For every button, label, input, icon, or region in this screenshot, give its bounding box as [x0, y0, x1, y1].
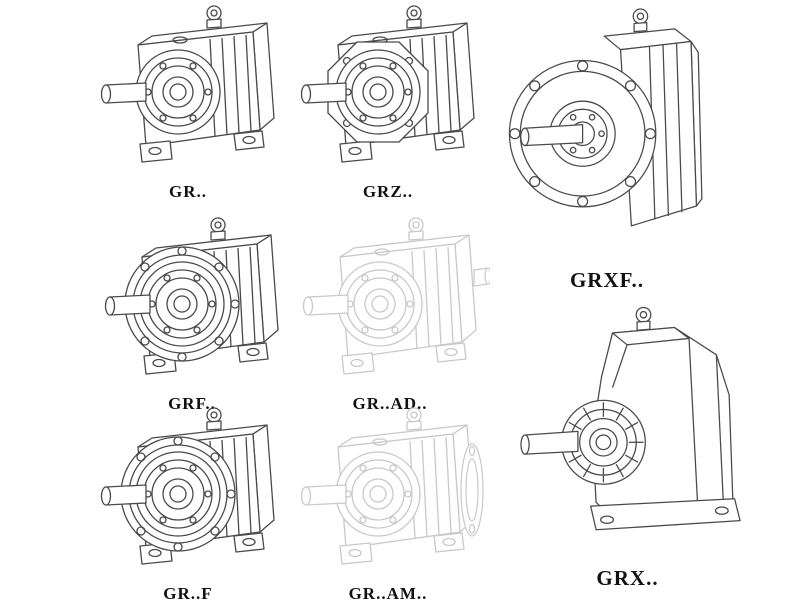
grx-gearbox-drawing [519, 306, 741, 531]
figure-gr-am: GR..AM.. [288, 402, 488, 600]
gr-gearbox-drawing [100, 5, 275, 163]
gr-am-gearbox-drawing [300, 407, 484, 565]
grz-gearbox-drawing [300, 5, 475, 163]
model-label-grf: GRF.. [168, 394, 216, 413]
figure-grf: GRF.. [92, 212, 292, 414]
grf-gearbox-drawing [104, 217, 279, 375]
figure-grz: GRZ.. [288, 0, 488, 202]
figure-gr-f: GR..F [88, 402, 288, 600]
gr-f-gearbox-drawing [100, 407, 275, 565]
figure-gr-ad: GR..AD.. [290, 212, 490, 414]
gr-ad-gearbox-drawing [302, 217, 490, 375]
model-label-grx: GRX.. [596, 566, 659, 590]
model-label-gr-f: GR..F [163, 584, 213, 600]
figure-grxf: GRXF.. [492, 0, 722, 293]
model-label-gr-ad: GR..AD.. [352, 394, 428, 413]
model-label-grxf: GRXF.. [569, 268, 645, 292]
figure-gr: GR.. [88, 0, 288, 202]
model-label-gr-am: GR..AM.. [348, 584, 428, 600]
model-label-grz: GRZ.. [362, 182, 414, 201]
figure-grx: GRX.. [490, 300, 765, 591]
grxf-gearbox-drawing [508, 8, 703, 227]
model-label-gr: GR.. [169, 182, 207, 201]
